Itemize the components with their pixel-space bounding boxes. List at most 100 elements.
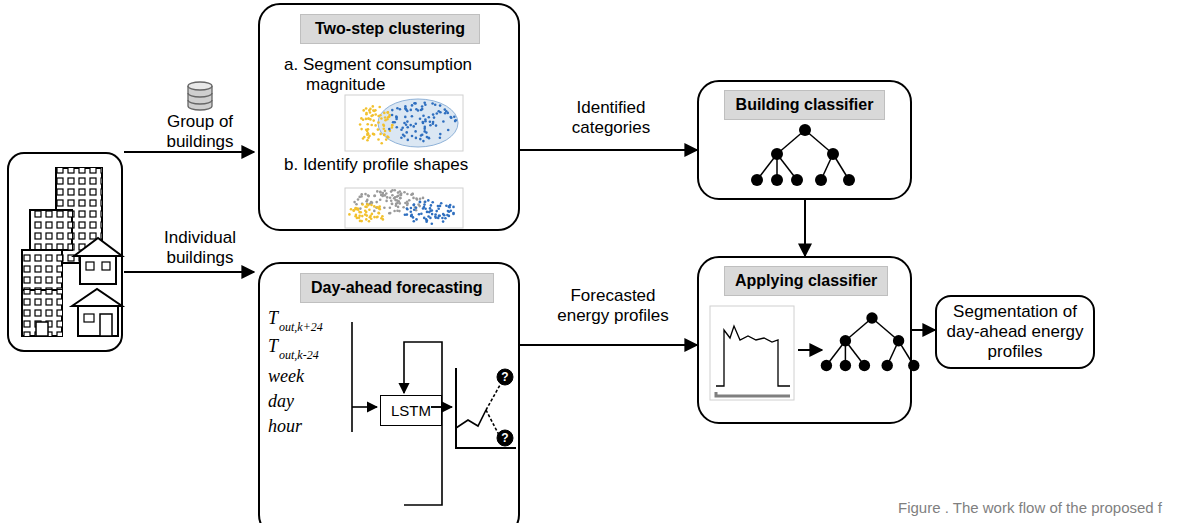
- scatter-dot: [442, 120, 445, 123]
- scatter-dot: [427, 199, 430, 202]
- scatter-dot: [395, 115, 398, 118]
- scatter-dot: [430, 204, 433, 207]
- scatter-dot: [408, 199, 411, 202]
- buildings-panel: [86, 262, 94, 270]
- scatter-plot: [345, 95, 463, 151]
- process-box: Segmentation of day-ahead energy profile…: [935, 295, 1095, 369]
- scatter-dot: [370, 204, 373, 207]
- scatter-dot: [425, 218, 428, 221]
- scatter-dot: [413, 209, 416, 212]
- scatter-dot: [426, 136, 429, 139]
- scatter-dot: [383, 207, 386, 210]
- scatter-dot: [411, 193, 414, 196]
- scatter-dot: [353, 201, 356, 204]
- scatter-dot: [384, 119, 387, 122]
- scatter-dot: [364, 193, 367, 196]
- scatter-dot: [439, 205, 442, 208]
- scatter-dot: [437, 208, 440, 211]
- scatter-dot: [379, 191, 382, 194]
- scatter-dot: [372, 109, 375, 112]
- tree-node: [840, 360, 851, 371]
- scatter-dot: [370, 217, 373, 220]
- scatter-dot: [383, 112, 386, 115]
- question-mark: ?: [497, 369, 513, 385]
- scatter-dot: [429, 207, 432, 210]
- scatter-plot: [345, 188, 463, 228]
- box-heading: Day-ahead forecasting: [300, 273, 494, 303]
- buildings-panel: [22, 250, 62, 290]
- scatter-dot: [414, 130, 417, 133]
- scatter-dot: [429, 217, 432, 220]
- scatter-dot: [418, 205, 421, 208]
- scatter-dot: [381, 215, 384, 218]
- scatter-dot: [367, 133, 370, 136]
- scatter-dot: [393, 121, 396, 124]
- scatter-dot: [413, 203, 416, 206]
- scatter-dot: [422, 121, 425, 124]
- scatter-dot: [442, 220, 445, 223]
- scatter-dot: [358, 196, 361, 199]
- scatter-dot: [384, 189, 387, 192]
- buildings-panel: [72, 289, 122, 306]
- tree-node: [791, 174, 803, 186]
- process-box: LSTM: [380, 395, 442, 426]
- scatter-dot: [361, 202, 364, 205]
- scatter-dot: [431, 209, 434, 212]
- scatter-dot: [404, 213, 407, 216]
- scatter-dot: [357, 208, 360, 211]
- buildings-panel: [84, 314, 94, 322]
- scatter-dot: [361, 215, 364, 218]
- scatter-dot: [352, 209, 355, 212]
- flow-arrow: [804, 200, 806, 256]
- scatter-dot: [374, 113, 377, 116]
- scatter-dot: [399, 202, 402, 205]
- scatter-dot: [438, 215, 441, 218]
- forecast-chart: [486, 410, 500, 437]
- forecast-chart: [497, 430, 513, 446]
- step-text: b. Identify profile shapes: [284, 155, 531, 175]
- scatter-dot: [422, 122, 425, 125]
- scatter-dot: [401, 127, 404, 130]
- figure-caption: Figure . The work flow of the proposed f: [898, 499, 1162, 517]
- scatter-dot: [391, 203, 394, 206]
- scatter-dot: [429, 124, 432, 127]
- scatter-dot: [372, 119, 375, 122]
- scatter-dot: [366, 203, 369, 206]
- scatter-dot: [399, 197, 402, 200]
- scatter-dot: [377, 207, 380, 210]
- scatter-dot: [447, 129, 450, 132]
- scatter-dot: [412, 125, 415, 128]
- scatter-dot: [404, 116, 407, 119]
- scatter-dot: [362, 137, 365, 140]
- scatter-dot: [409, 124, 412, 127]
- scatter-dot: [368, 209, 371, 212]
- scatter-dot: [396, 209, 399, 212]
- scatter-dot: [406, 120, 409, 123]
- scatter-dot: [419, 201, 422, 204]
- lstm-wiring: [352, 322, 452, 505]
- scatter-dot: [372, 105, 375, 108]
- flow-arrow: [520, 344, 697, 346]
- scatter-dot: [391, 109, 394, 112]
- scatter-dot: [365, 107, 368, 110]
- scatter-dot: [402, 206, 405, 209]
- scatter-dot: [404, 107, 407, 110]
- scatter-dot: [359, 207, 362, 210]
- scatter-dot: [423, 203, 426, 206]
- scatter-dot: [428, 116, 431, 119]
- scatter-dot: [391, 114, 394, 117]
- scatter-dot: [389, 212, 392, 215]
- tree-node: [859, 360, 870, 371]
- scatter-dot: [415, 197, 418, 200]
- scatter-dot: [422, 197, 425, 200]
- scatter-dot: [360, 193, 363, 196]
- scatter-dot: [439, 133, 442, 136]
- scatter-dot: [415, 218, 418, 221]
- scatter-dot: [444, 217, 447, 220]
- profile-chart: [710, 306, 822, 400]
- forecast-chart: [456, 410, 486, 428]
- scatter-dot: [400, 136, 403, 139]
- scatter-dot: [369, 111, 372, 114]
- stage-panel: Applying classifier: [697, 256, 912, 424]
